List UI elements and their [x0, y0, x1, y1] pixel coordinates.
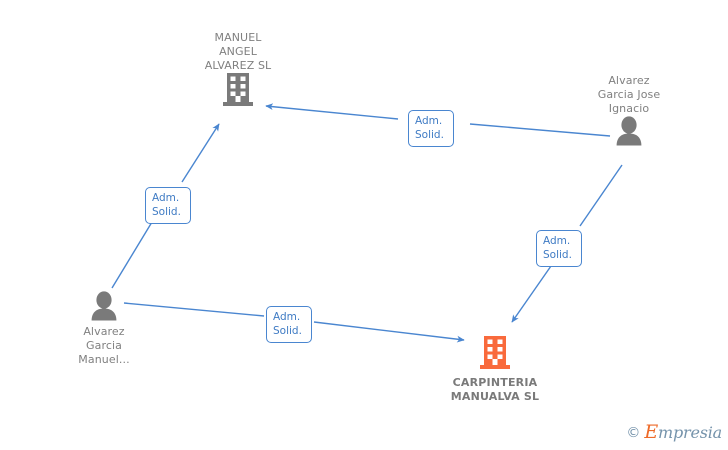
node-carpinteria-manualva-sl[interactable]: CARPINTERIA MANUALVA SL — [420, 336, 570, 404]
edge-jose-ignacio-to-carpinteria — [511, 164, 623, 323]
edge-jose-ignacio-to-manuel-angel — [265, 103, 611, 137]
node-label-carpinteria-manualva-sl: CARPINTERIA MANUALVA SL — [450, 376, 540, 403]
watermark-brand-initial: E — [644, 421, 658, 443]
watermark-empresia: © Empresia — [626, 423, 722, 442]
person-icon — [91, 291, 117, 321]
node-manuel-angel-alvarez-sl[interactable]: MANUEL ANGEL ALVAREZ SL — [163, 31, 313, 107]
watermark-brand: Empresia — [644, 423, 722, 442]
edge-label-jose-ignacio-to-manuel-angel[interactable]: Adm. Solid. — [408, 110, 454, 147]
watermark-brand-rest: mpresia — [658, 423, 722, 442]
node-label-alvarez-garcia-manuel: Alvarez Garcia Manuel... — [78, 325, 130, 366]
building-icon — [223, 73, 253, 106]
node-alvarez-garcia-manuel[interactable]: Alvarez Garcia Manuel... — [29, 291, 179, 367]
edge-label-jose-ignacio-to-carpinteria[interactable]: Adm. Solid. — [536, 230, 582, 267]
edge-manuel-to-carpinteria — [123, 302, 465, 343]
edge-label-manuel-to-carpinteria[interactable]: Adm. Solid. — [266, 306, 312, 343]
building-icon — [480, 336, 510, 369]
node-alvarez-garcia-jose-ignacio[interactable]: Alvarez Garcia Jose Ignacio — [554, 74, 704, 146]
person-icon — [616, 116, 642, 146]
edge-manuel-to-manuel-angel — [111, 123, 220, 289]
node-label-alvarez-garcia-jose-ignacio: Alvarez Garcia Jose Ignacio — [597, 74, 661, 115]
copyright-icon: © — [626, 424, 641, 441]
edge-label-manuel-to-manuel-angel[interactable]: Adm. Solid. — [145, 187, 191, 224]
node-label-manuel-angel-alvarez-sl: MANUEL ANGEL ALVAREZ SL — [204, 31, 272, 72]
